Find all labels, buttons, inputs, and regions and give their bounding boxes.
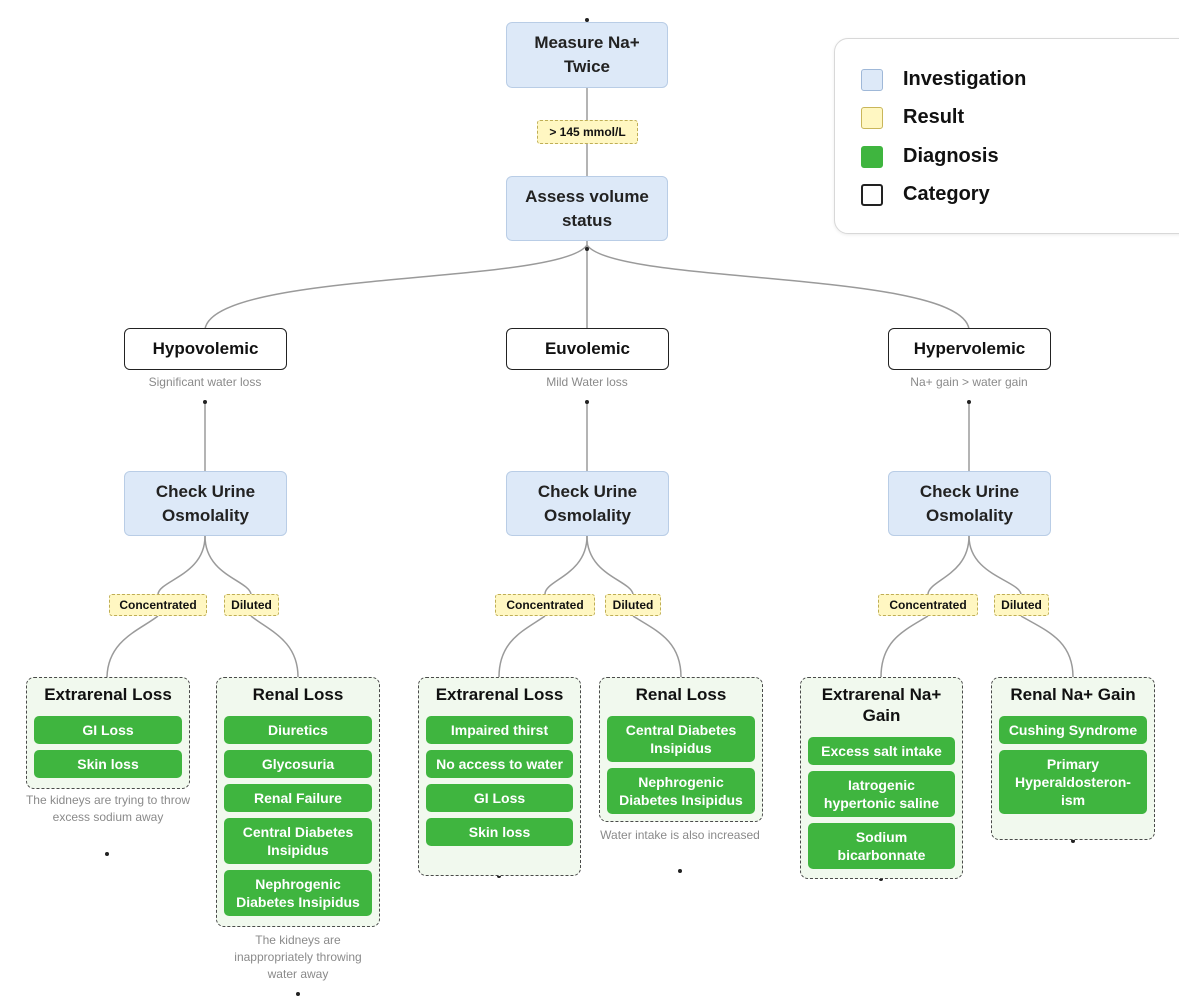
connector-dot xyxy=(585,247,589,251)
diagnosis-item: Primary Hyperaldosteron-ism xyxy=(999,750,1147,814)
connector-dot xyxy=(203,400,207,404)
diluted-result-tag: Diluted xyxy=(605,594,661,616)
measure-sodium-node: Measure Na+ Twice xyxy=(506,22,668,88)
diagnosis-item: Excess salt intake xyxy=(808,737,955,765)
check-urine-osmolality-node: Check Urine Osmolality xyxy=(124,471,287,536)
legend-item-result: Result xyxy=(861,106,964,129)
diagnosis-group-renal-loss: Renal Loss Diuretics Glycosuria Renal Fa… xyxy=(216,677,380,927)
diagnosis-item: Skin loss xyxy=(34,750,182,778)
connector-dot xyxy=(585,18,589,22)
concentrated-result-tag: Concentrated xyxy=(495,594,595,616)
legend-item-investigation: Investigation xyxy=(861,68,1026,91)
diagnosis-item: Glycosuria xyxy=(224,750,372,778)
diagnosis-group-renal-na-gain: Renal Na+ Gain Cushing Syndrome Primary … xyxy=(991,677,1155,840)
diagnosis-item: Cushing Syndrome xyxy=(999,716,1147,744)
assess-volume-node: Assess volume status xyxy=(506,176,668,241)
legend: Investigation Result Diagnosis Category xyxy=(834,38,1179,234)
diagnosis-item: Skin loss xyxy=(426,818,573,846)
category-hypervolemic: Hypervolemic xyxy=(888,328,1051,370)
diagnosis-group-extrarenal-na-gain: Extrarenal Na+ Gain Excess salt intake I… xyxy=(800,677,963,879)
category-note: Mild Water loss xyxy=(546,375,628,389)
diagnosis-item: Diuretics xyxy=(224,716,372,744)
check-urine-osmolality-node: Check Urine Osmolality xyxy=(888,471,1051,536)
diagnosis-item: Central Diabetes Insipidus xyxy=(224,818,372,864)
category-note: Na+ gain > water gain xyxy=(910,375,1028,389)
diagnosis-item: Central Diabetes Insipidus xyxy=(607,716,755,762)
connector-dot xyxy=(879,877,883,881)
threshold-result-tag: > 145 mmol/L xyxy=(537,120,638,144)
diagnosis-item: Nephrogenic Diabetes Insipidus xyxy=(607,768,755,814)
diagnosis-item: Renal Failure xyxy=(224,784,372,812)
legend-label: Result xyxy=(903,106,965,128)
legend-label: Category xyxy=(903,183,990,205)
category-hypovolemic: Hypovolemic xyxy=(124,328,287,370)
connector-dot xyxy=(967,400,971,404)
diagnosis-swatch xyxy=(861,145,883,168)
diluted-result-tag: Diluted xyxy=(994,594,1049,616)
group-note: The kidneys are trying to throw excess s… xyxy=(25,793,191,824)
group-note: Water intake is also increased xyxy=(600,828,760,842)
connector-dot xyxy=(105,852,109,856)
diagnosis-item: Iatrogenic hypertonic saline xyxy=(808,771,955,817)
diagnosis-group-renal-loss: Renal Loss Central Diabetes Insipidus Ne… xyxy=(599,677,763,822)
group-title: Renal Na+ Gain xyxy=(1010,685,1136,704)
category-euvolemic: Euvolemic xyxy=(506,328,669,370)
legend-item-category: Category xyxy=(861,183,990,206)
diagnosis-item: Sodium bicarbonnate xyxy=(808,823,955,869)
group-title: Extrarenal Loss xyxy=(435,685,564,704)
legend-item-diagnosis: Diagnosis xyxy=(861,145,999,168)
group-title: Extrarenal Loss xyxy=(44,685,172,704)
legend-label: Investigation xyxy=(903,68,1027,90)
connector-dot xyxy=(1071,839,1075,843)
category-note: Significant water loss xyxy=(148,375,262,389)
investigation-swatch xyxy=(861,68,883,91)
diagnosis-item: Nephrogenic Diabetes Insipidus xyxy=(224,870,372,916)
group-title: Renal Loss xyxy=(635,685,727,704)
result-swatch xyxy=(861,106,883,129)
concentrated-result-tag: Concentrated xyxy=(109,594,207,616)
diluted-result-tag: Diluted xyxy=(224,594,279,616)
diagnosis-item: No access to water xyxy=(426,750,573,778)
connector-dot xyxy=(296,992,300,996)
group-note: The kidneys are inappropriately throwing… xyxy=(234,933,362,981)
group-title: Renal Loss xyxy=(252,685,344,704)
diagnosis-group-extrarenal-loss: Extrarenal Loss Impaired thirst No acces… xyxy=(418,677,581,876)
diagnosis-item: Impaired thirst xyxy=(426,716,573,744)
diagnosis-group-extrarenal-loss: Extrarenal Loss GI Loss Skin loss xyxy=(26,677,190,789)
connector-dot xyxy=(497,874,501,878)
check-urine-osmolality-node: Check Urine Osmolality xyxy=(506,471,669,536)
connector-dot xyxy=(678,869,682,873)
category-swatch xyxy=(861,183,883,206)
diagnosis-item: GI Loss xyxy=(34,716,182,744)
connector-dot xyxy=(585,400,589,404)
diagnosis-item: GI Loss xyxy=(426,784,573,812)
group-title: Extrarenal Na+ Gain xyxy=(821,685,942,725)
legend-label: Diagnosis xyxy=(903,145,999,167)
concentrated-result-tag: Concentrated xyxy=(878,594,978,616)
